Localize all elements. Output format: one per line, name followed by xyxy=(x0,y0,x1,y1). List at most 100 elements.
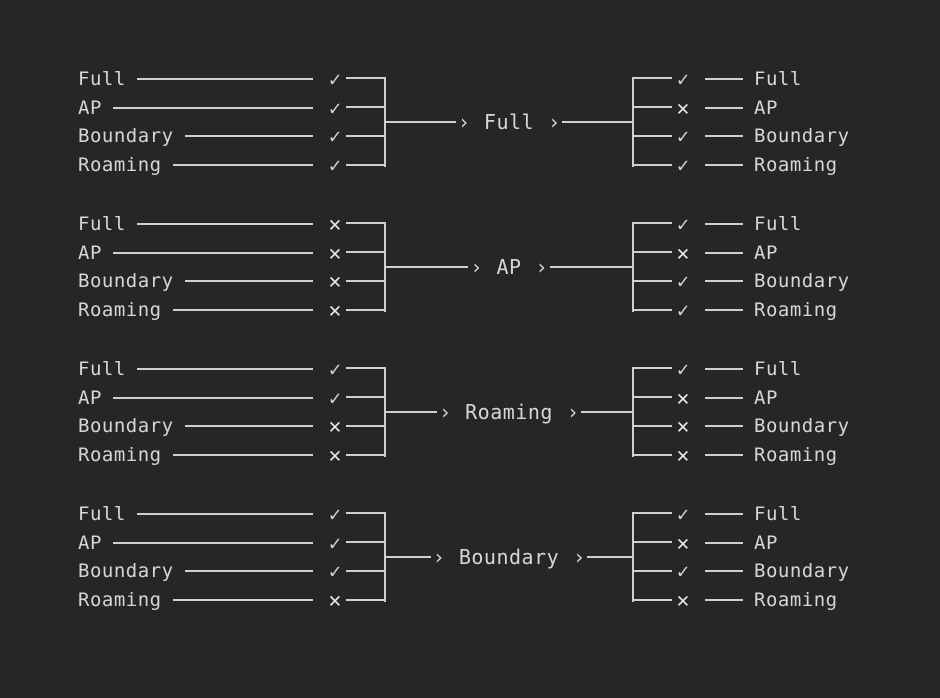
transition-block: Full✓AP✓Boundary✓Roaming✓›Full›✓Full✕AP✓… xyxy=(0,62,940,182)
check-icon: ✓ xyxy=(328,67,342,91)
brace-arm xyxy=(632,164,672,166)
transition-center: ›Boundary› xyxy=(386,497,633,617)
output-label: AP xyxy=(754,241,778,264)
output-row: ✓Roaming xyxy=(672,298,940,322)
arrow-line-in xyxy=(386,266,469,268)
brace-arm xyxy=(346,309,386,311)
check-icon: ✓ xyxy=(676,357,690,381)
brace-arm xyxy=(632,251,672,253)
connector-line xyxy=(705,425,743,428)
input-label: AP xyxy=(78,531,102,554)
connector-line xyxy=(184,425,313,428)
mark-cell: ✓ xyxy=(672,559,694,583)
input-rows: Full✕AP✕Boundary✕Roaming✕ xyxy=(78,207,346,327)
brace-arm xyxy=(346,396,386,398)
output-brace xyxy=(632,352,672,472)
brace-arm xyxy=(632,77,672,79)
connector-line xyxy=(705,308,743,311)
check-icon: ✓ xyxy=(328,559,342,584)
cross-icon: ✕ xyxy=(676,414,690,439)
output-group: ✓Full✕AP✓Boundary✕Roaming xyxy=(672,497,940,617)
transition-center: ›Full› xyxy=(386,62,633,182)
output-label: Roaming xyxy=(754,153,838,176)
input-row: AP✓ xyxy=(78,96,346,120)
output-row: ✕Roaming xyxy=(672,443,940,467)
output-brace xyxy=(632,207,672,327)
mark-cell: ✕ xyxy=(672,531,694,555)
connector-line xyxy=(112,396,313,399)
input-group: Full✓AP✓Boundary✓Roaming✕ xyxy=(78,497,346,617)
output-row: ✓ Boundary xyxy=(672,559,940,583)
connector-line xyxy=(705,368,743,370)
chevron-right-icon: › xyxy=(573,545,586,569)
connector-line xyxy=(705,396,743,399)
connector-line xyxy=(705,453,743,456)
output-label: Roaming xyxy=(754,588,838,611)
output-label: Boundary xyxy=(754,125,850,148)
input-row: Boundary✓ xyxy=(78,559,346,583)
mark-cell: ✕ xyxy=(672,588,694,612)
brace-arm xyxy=(632,309,672,311)
chevron-right-icon: › xyxy=(566,400,579,424)
connector-line xyxy=(705,78,743,80)
brace-arm xyxy=(346,222,386,224)
arrow-line-out xyxy=(562,121,633,123)
center-state-label: Boundary xyxy=(458,545,560,569)
cross-icon: ✕ xyxy=(676,240,690,265)
brace-arm xyxy=(632,222,672,224)
output-row: ✕ Boundary xyxy=(672,414,940,438)
brace-arm xyxy=(346,251,386,253)
cross-icon: ✕ xyxy=(328,587,342,612)
mark-cell: ✕ xyxy=(324,588,346,612)
brace-arm xyxy=(346,512,386,514)
output-rows: ✓Full✕AP✕Boundary✕Roaming xyxy=(672,352,940,472)
output-label: Boundary xyxy=(754,415,850,438)
output-label: Full xyxy=(754,213,802,235)
cross-icon: ✕ xyxy=(676,530,690,555)
output-label: AP xyxy=(754,386,778,409)
output-label: Boundary xyxy=(754,270,850,293)
brace-arm xyxy=(346,541,386,543)
mark-cell: ✕ xyxy=(324,414,346,438)
input-row: Full✓ xyxy=(78,67,346,91)
mark-cell: ✓ xyxy=(324,96,346,120)
brace-arm xyxy=(346,425,386,427)
arrow-line-in xyxy=(386,556,431,558)
brace-arm xyxy=(346,570,386,572)
check-icon: ✓ xyxy=(328,152,342,177)
brace-spine xyxy=(632,512,634,602)
input-label: Full xyxy=(78,213,126,235)
check-icon: ✓ xyxy=(328,502,342,526)
input-group: Full✓AP✓Boundary✕Roaming✕ xyxy=(78,352,346,472)
brace-arm xyxy=(632,367,672,369)
mark-cell: ✓ xyxy=(672,298,694,322)
mark-cell: ✓ xyxy=(672,502,694,526)
brace-arm xyxy=(346,367,386,369)
mark-cell: ✕ xyxy=(324,241,346,265)
check-icon: ✓ xyxy=(676,67,690,91)
chevron-right-icon: › xyxy=(548,110,561,134)
cross-icon: ✕ xyxy=(328,414,342,439)
check-icon: ✓ xyxy=(676,269,690,294)
output-group: ✓ Full ✕ AP ✓ Boundary ✓Roaming xyxy=(672,207,940,327)
cross-icon: ✕ xyxy=(676,95,690,120)
center-inner: ›Boundary› xyxy=(386,545,633,569)
mark-cell: ✓ xyxy=(672,124,694,148)
mark-cell: ✕ xyxy=(324,298,346,322)
output-rows: ✓Full✕AP✓Boundary✕Roaming xyxy=(672,497,940,617)
brace-arm xyxy=(346,106,386,108)
input-group: Full✓AP✓Boundary✓Roaming✓ xyxy=(78,62,346,182)
output-label: Boundary xyxy=(754,560,850,583)
brace-arm xyxy=(346,599,386,601)
connector-line xyxy=(705,541,743,544)
mark-cell: ✕ xyxy=(672,414,694,438)
input-label: Roaming xyxy=(78,153,162,176)
arrow-line-out xyxy=(549,266,632,268)
arrow-line-out xyxy=(587,556,633,558)
mark-cell: ✓ xyxy=(672,67,694,91)
input-group: Full✕AP✕Boundary✕Roaming✕ xyxy=(78,207,346,327)
mark-cell: ✓ xyxy=(324,357,346,381)
connector-line xyxy=(184,570,313,573)
output-label: AP xyxy=(754,531,778,554)
brace-arm xyxy=(346,135,386,137)
